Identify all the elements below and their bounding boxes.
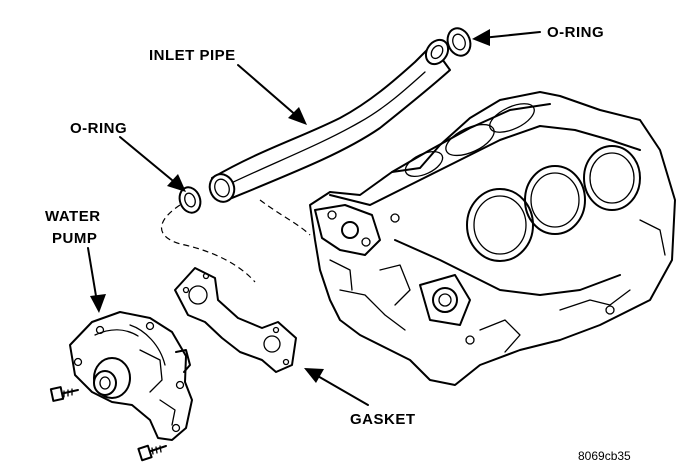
- label-o-ring-left: O-RING: [70, 120, 127, 137]
- inlet-pipe: [208, 38, 451, 203]
- label-inlet-pipe: INLET PIPE: [149, 47, 236, 64]
- label-o-ring-top: O-RING: [547, 24, 604, 41]
- o-ring-top: [446, 27, 472, 57]
- label-water: WATER: [45, 208, 101, 225]
- figure-code: 8069cb35: [578, 449, 631, 463]
- o-ring-left: [178, 186, 202, 214]
- callout-arrows: [87, 29, 541, 406]
- water-pump: [69, 311, 193, 441]
- label-gasket: GASKET: [350, 411, 416, 428]
- gasket: [174, 267, 297, 373]
- engine-block: [309, 91, 676, 386]
- alignment-lines: [160, 199, 311, 283]
- bolt-upper: [49, 386, 79, 402]
- bolt-lower: [137, 444, 167, 462]
- label-pump: PUMP: [52, 230, 97, 247]
